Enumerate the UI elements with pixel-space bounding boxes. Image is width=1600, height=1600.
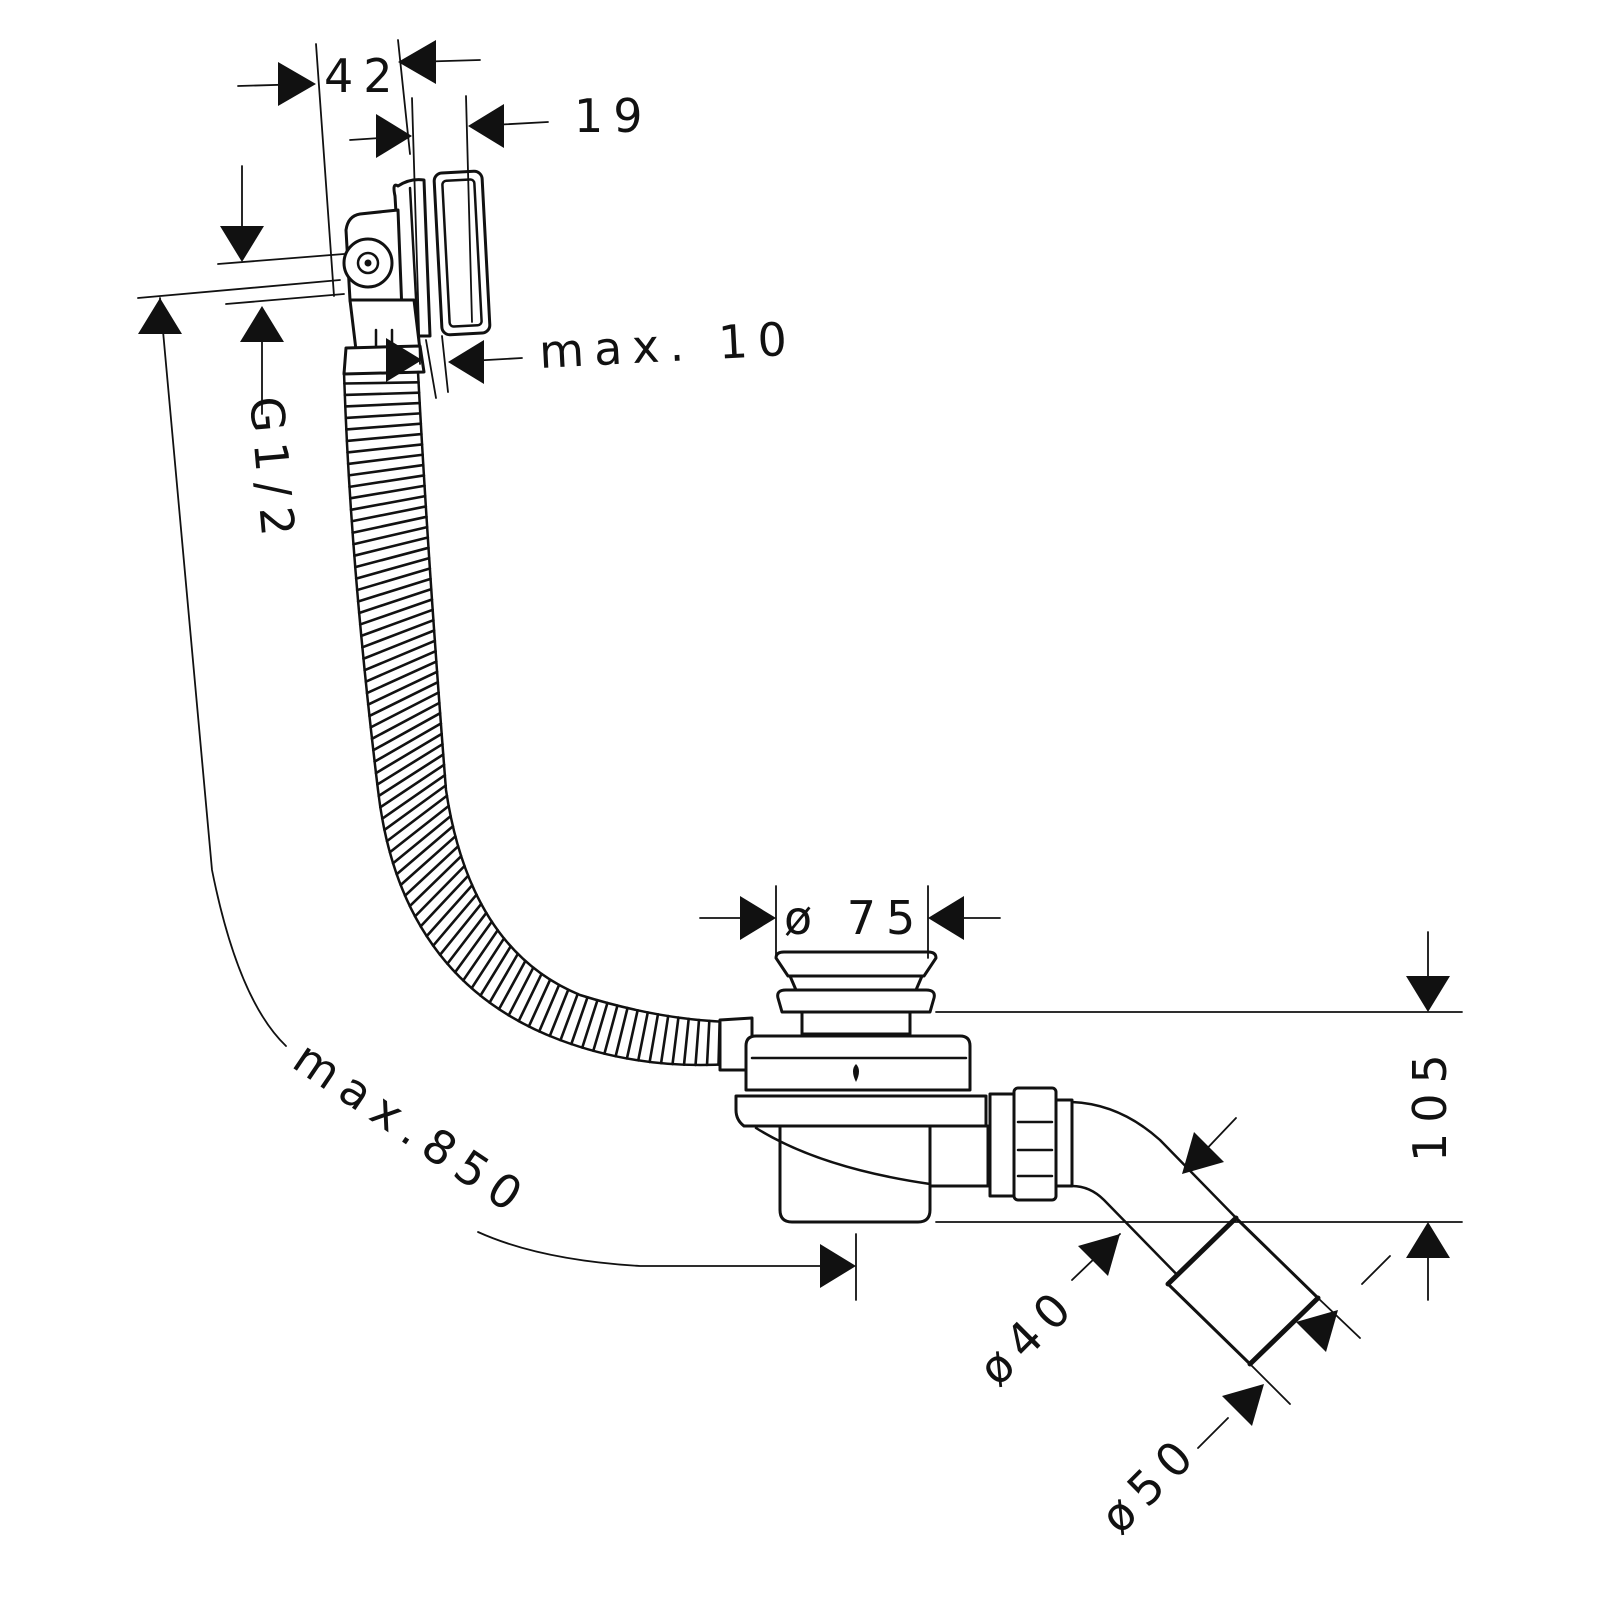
- hose-rib: [363, 639, 437, 672]
- dimension-dia-50-label: ø50: [1090, 1423, 1211, 1544]
- hose-rib: [388, 804, 450, 854]
- hose-rib: [353, 536, 430, 557]
- hose-rib: [527, 978, 552, 1028]
- hose-rib: [348, 484, 426, 500]
- hose-rib: [362, 629, 436, 661]
- hose-rib: [395, 824, 455, 876]
- hose-rib: [570, 995, 589, 1046]
- hose-rib: [580, 998, 599, 1049]
- hose-rib: [345, 432, 423, 443]
- hose-rib: [371, 711, 442, 752]
- hose-rib: [346, 453, 424, 466]
- hose-rib: [488, 952, 520, 1004]
- hose-rib: [453, 920, 494, 974]
- hose-rib: [507, 966, 535, 1017]
- hose-rib: [648, 1013, 660, 1064]
- hose-rib: [353, 546, 430, 569]
- hose-rib: [368, 680, 440, 718]
- hose-rib: [399, 835, 457, 887]
- dimension-dia-40-label: ø40: [968, 1275, 1089, 1396]
- hose-rib: [682, 1017, 690, 1066]
- hose-rib: [470, 937, 506, 990]
- hose-rib: [359, 608, 434, 638]
- thread-g12-label: G1/2: [239, 394, 306, 548]
- hose-rib: [403, 845, 460, 897]
- dimension-42-label: 42: [324, 49, 403, 103]
- hose-rib: [446, 911, 488, 966]
- hose-rib: [349, 494, 427, 512]
- hose-rib: [705, 1019, 711, 1067]
- hose-rib: [380, 773, 447, 820]
- hose-rib: [379, 763, 446, 809]
- hose-rib: [376, 742, 444, 786]
- drain-trap: [718, 950, 990, 1224]
- hose-rib: [345, 422, 423, 431]
- hose-rib: [425, 883, 474, 938]
- hose-rib: [548, 988, 570, 1038]
- hose-rib: [366, 670, 439, 706]
- hose-rib: [461, 928, 499, 982]
- hose-rib: [391, 814, 452, 865]
- hose-rib: [659, 1014, 670, 1065]
- hose-rib: [438, 902, 483, 957]
- hose-rib: [614, 1006, 629, 1058]
- hose-rib: [419, 874, 470, 928]
- dimension-dia-75-label: ø 75: [784, 891, 925, 945]
- hose-rib: [347, 463, 425, 477]
- hose-rib: [344, 412, 422, 420]
- hose-rib: [479, 945, 513, 997]
- hose-rib: [354, 556, 431, 580]
- dimension-max-850-label: max.850: [284, 1030, 540, 1227]
- hose-rib: [346, 443, 424, 454]
- outlet-elbow: [988, 1086, 1321, 1367]
- hose-rib: [603, 1004, 619, 1055]
- hose-rib: [355, 567, 432, 592]
- hose-rib: [365, 660, 438, 695]
- dimension-max-10-label: max. 10: [538, 312, 798, 379]
- hose-rib: [377, 753, 445, 798]
- hose-rib: [559, 992, 579, 1042]
- hose-rib: [358, 598, 434, 626]
- hose-rib: [408, 854, 463, 908]
- hose-rib: [591, 1001, 609, 1053]
- flexible-hose: [342, 370, 732, 1067]
- hose-rib: [537, 983, 561, 1033]
- hose-rib: [352, 525, 429, 546]
- dimension-19-label: 19: [574, 89, 653, 143]
- hose-rib: [517, 972, 543, 1023]
- hose-rib: [385, 794, 449, 843]
- hose-rib: [373, 722, 443, 763]
- hose-rib: [343, 391, 421, 397]
- hose-rib: [343, 381, 420, 385]
- hose-rib: [636, 1011, 650, 1062]
- dimension-105-label: 105: [1403, 1044, 1457, 1162]
- hose-rib: [357, 587, 433, 615]
- hose-rib: [350, 505, 428, 523]
- hose-rib: [497, 959, 527, 1011]
- hose-rib: [361, 618, 435, 649]
- hose-rib: [383, 784, 447, 832]
- hose-rib: [348, 474, 426, 489]
- hose-rib: [625, 1009, 639, 1060]
- hose-rib: [413, 864, 466, 918]
- hose-rib: [364, 649, 437, 683]
- hose-rib: [671, 1016, 680, 1066]
- hose-rib: [369, 691, 440, 729]
- hose-rib: [351, 515, 428, 535]
- hose-rib: [694, 1018, 701, 1067]
- hose-rib: [431, 893, 478, 947]
- hose-rib: [356, 577, 432, 603]
- dimension-lines: [137, 39, 1463, 1449]
- hose-rib: [370, 701, 441, 741]
- hose-rib: [343, 401, 421, 408]
- hose-rib: [374, 732, 443, 775]
